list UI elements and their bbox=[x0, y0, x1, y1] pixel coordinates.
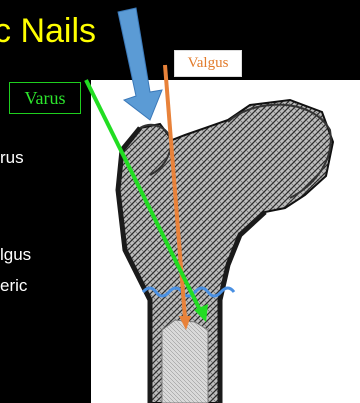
down-arrow-icon bbox=[118, 8, 162, 120]
varus-label: Varus bbox=[9, 82, 81, 114]
valgus-label: Valgus bbox=[174, 50, 242, 77]
femur-bone bbox=[118, 100, 333, 403]
